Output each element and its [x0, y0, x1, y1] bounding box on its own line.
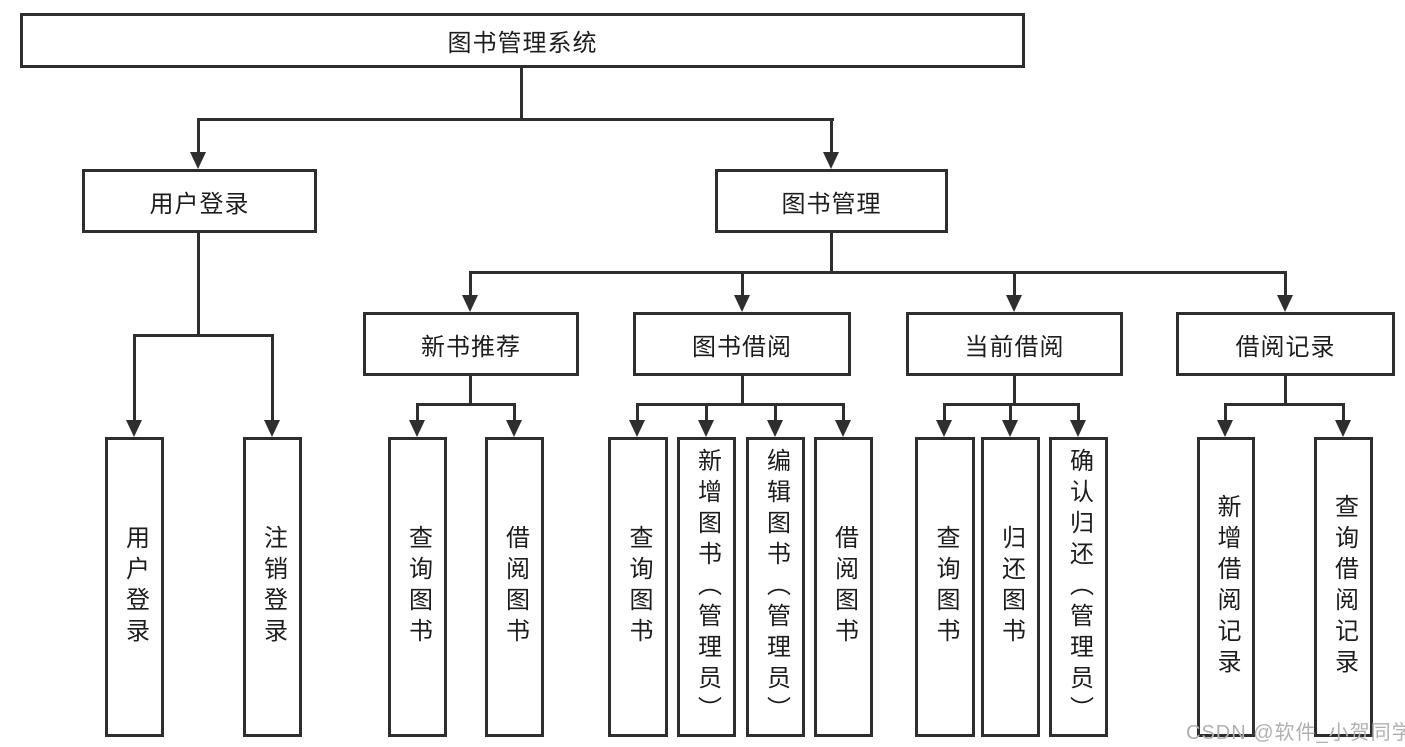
- node-label: 新增图书（管理员）: [693, 447, 721, 727]
- node-label: 借阅图书: [830, 525, 858, 649]
- arrow-down-icon: [1070, 420, 1086, 437]
- connector-drop-line: [133, 334, 136, 422]
- arrow-down-icon: [734, 295, 750, 312]
- node-book-borrowing: 图书借阅: [633, 312, 851, 376]
- connector-horizontal-line: [197, 118, 834, 121]
- arrow-down-icon: [823, 152, 839, 169]
- node-label: 借阅图书: [501, 525, 529, 649]
- node-user-login: 用户登录: [82, 169, 317, 233]
- arrow-down-icon: [1006, 295, 1022, 312]
- connector-horizontal-line: [636, 403, 845, 406]
- watermark-text: CSDN @软件_小贺同学: [1186, 722, 1405, 744]
- node-label: 确认归还（管理员）: [1065, 447, 1093, 727]
- node-leaf-edit-books-admin: 编辑图书（管理员）: [746, 437, 805, 737]
- arrow-down-icon: [629, 420, 645, 437]
- node-library-management-system: 图书管理系统: [20, 13, 1025, 68]
- node-label: 图书管理系统: [447, 30, 598, 57]
- node-label: 查询借阅记录: [1330, 494, 1358, 680]
- arrow-down-icon: [264, 420, 280, 437]
- connector-drop-line: [842, 403, 845, 421]
- connector-drop-line: [513, 403, 516, 421]
- node-book-management: 图书管理: [715, 169, 948, 233]
- node-label: 归还图书: [997, 525, 1025, 649]
- node-label: 借阅记录: [1235, 333, 1336, 361]
- connector-horizontal-line: [133, 334, 273, 337]
- node-label: 查询图书: [625, 525, 652, 649]
- node-leaf-add-books-admin: 新增图书（管理员）: [677, 437, 736, 737]
- connector-stem-line: [1013, 376, 1016, 406]
- arrow-down-icon: [835, 420, 851, 437]
- node-leaf-query-books-borrowing: 查询图书: [608, 437, 668, 737]
- node-label: 新增借阅记录: [1213, 494, 1240, 680]
- node-leaf-borrow-books: 借阅图书: [814, 437, 873, 737]
- connector-stem-line: [520, 68, 523, 120]
- node-label: 查询图书: [932, 525, 959, 649]
- arrow-down-icon: [936, 420, 952, 437]
- node-leaf-borrow-books-recommend: 借阅图书: [485, 437, 544, 737]
- node-label: 当前借阅: [964, 333, 1065, 361]
- node-leaf-user-login: 用户登录: [105, 437, 164, 737]
- connector-horizontal-line: [1224, 403, 1345, 406]
- connector-drop-line: [1342, 403, 1345, 421]
- arrow-down-icon: [698, 420, 714, 437]
- node-current-borrowing: 当前借阅: [906, 312, 1123, 376]
- node-leaf-query-books-recommend: 查询图书: [388, 437, 447, 737]
- connector-drop-line: [943, 403, 946, 421]
- connector-stem-line: [197, 233, 200, 334]
- node-borrowing-records: 借阅记录: [1176, 312, 1395, 376]
- connector-drop-line: [1077, 403, 1080, 421]
- node-label: 用户登录: [121, 525, 149, 649]
- node-label: 图书借阅: [692, 333, 792, 361]
- node-label: 编辑图书（管理员）: [762, 447, 790, 727]
- arrow-down-icon: [506, 420, 522, 437]
- node-new-book-recommendation: 新书推荐: [363, 312, 579, 376]
- node-label: 查询图书: [404, 525, 432, 649]
- connector-drop-line: [774, 403, 777, 421]
- connector-drop-line: [1013, 271, 1016, 297]
- arrow-down-icon: [1002, 420, 1018, 437]
- connector-drop-line: [469, 271, 472, 297]
- node-leaf-confirm-return-admin: 确认归还（管理员）: [1049, 437, 1108, 737]
- node-label: 注销登录: [259, 525, 287, 649]
- arrow-down-icon: [462, 295, 478, 312]
- node-leaf-query-books-current: 查询图书: [915, 437, 975, 737]
- node-label: 图书管理: [781, 190, 882, 218]
- connector-drop-line: [830, 118, 833, 153]
- connector-stem-line: [1284, 376, 1287, 406]
- connector-drop-line: [416, 403, 419, 421]
- arrow-down-icon: [767, 420, 783, 437]
- connector-drop-line: [1009, 403, 1012, 421]
- node-leaf-return-books: 归还图书: [981, 437, 1040, 737]
- node-label: 新书推荐: [421, 333, 521, 361]
- connector-drop-line: [271, 334, 274, 422]
- node-leaf-add-borrow-record: 新增借阅记录: [1197, 437, 1255, 737]
- connector-stem-line: [741, 376, 744, 406]
- arrow-down-icon: [190, 152, 206, 169]
- connector-drop-line: [1224, 403, 1227, 421]
- connector-drop-line: [636, 403, 639, 421]
- connector-drop-line: [741, 271, 744, 297]
- arrow-down-icon: [1217, 420, 1233, 437]
- connector-stem-line: [830, 233, 833, 273]
- connector-stem-line: [469, 376, 472, 406]
- arrow-down-icon: [126, 420, 142, 437]
- connector-horizontal-line: [469, 271, 1286, 274]
- connector-drop-line: [1284, 271, 1287, 297]
- connector-horizontal-line: [416, 403, 516, 406]
- node-leaf-query-borrow-record: 查询借阅记录: [1314, 437, 1373, 737]
- connector-drop-line: [197, 118, 200, 153]
- node-leaf-logout: 注销登录: [243, 437, 302, 737]
- node-label: 用户登录: [149, 190, 250, 218]
- arrow-down-icon: [409, 420, 425, 437]
- connector-drop-line: [705, 403, 708, 421]
- arrow-down-icon: [1335, 420, 1351, 437]
- arrow-down-icon: [1277, 295, 1293, 312]
